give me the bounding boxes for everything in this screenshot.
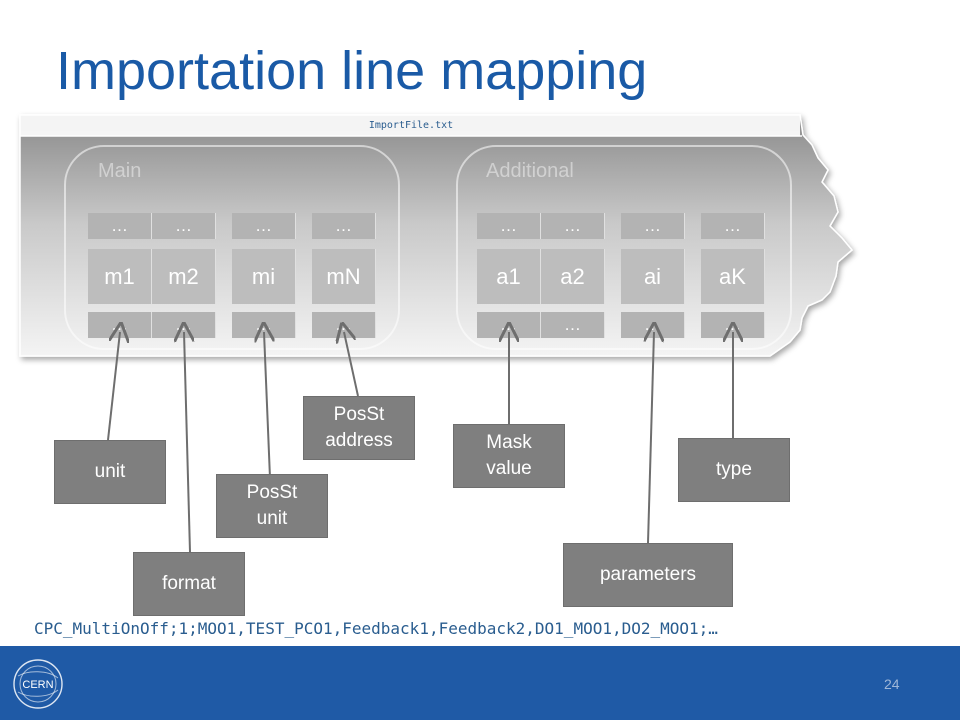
label-posst-unit-line2: unit	[256, 508, 288, 529]
additional-group-label: Additional	[486, 160, 574, 182]
main-cell-top-3: …	[232, 213, 296, 239]
label-posst-unit-line1: PosSt	[246, 482, 298, 504]
additional-cell-aK: aK	[701, 249, 765, 304]
main-cell-top-4: …	[312, 213, 376, 239]
main-cell-mN: mN	[312, 249, 376, 304]
additional-cell-bot-4: …	[701, 312, 765, 338]
slide-title: Importation line mapping	[56, 41, 648, 101]
label-posst-address: PosSt address	[303, 396, 415, 460]
page-number: 24	[884, 676, 900, 692]
additional-cell-bot-1: …	[477, 312, 541, 338]
label-parameters: parameters	[563, 543, 733, 607]
cern-logo-text: CERN	[22, 679, 53, 691]
main-cell-bot-4: …	[312, 312, 376, 338]
main-cell-m1: m1	[88, 249, 152, 304]
additional-cell-bot-3: …	[621, 312, 685, 338]
main-cell-top-2: …	[152, 213, 216, 239]
label-posst-address-line2: address	[325, 430, 393, 451]
file-name: ImportFile.txt	[368, 120, 454, 131]
label-unit-text: unit	[94, 461, 126, 483]
label-type: type	[678, 438, 790, 502]
additional-cell-a2: a2	[541, 249, 605, 304]
additional-cell-top-4: …	[701, 213, 765, 239]
label-mask-value-line2: value	[486, 458, 532, 479]
main-cell-bot-1: …	[88, 312, 152, 338]
main-cell-mi: mi	[232, 249, 296, 304]
footer-bar	[0, 646, 960, 720]
additional-cell-ai: ai	[621, 249, 685, 304]
label-type-text: type	[716, 459, 752, 481]
label-format: format	[133, 552, 245, 616]
main-cell-bot-2: …	[152, 312, 216, 338]
cern-logo: CERN	[13, 659, 63, 709]
additional-cell-top-3: …	[621, 213, 685, 239]
label-mask-value: Mask value	[453, 424, 565, 488]
label-unit: unit	[54, 440, 166, 504]
main-cell-top-1: …	[88, 213, 152, 239]
label-mask-value-line1: Mask	[486, 432, 532, 454]
main-group-label: Main	[98, 160, 142, 182]
main-group	[64, 145, 400, 350]
label-posst-address-line1: PosSt	[333, 404, 385, 426]
additional-cell-top-2: …	[541, 213, 605, 239]
label-format-text: format	[162, 573, 216, 595]
label-parameters-text: parameters	[599, 564, 697, 586]
additional-cell-top-1: …	[477, 213, 541, 239]
main-cell-m2: m2	[152, 249, 216, 304]
csv-line: CPC_MultiOnOff;1;MOO1,TEST_PCO1,Feedback…	[34, 619, 718, 638]
label-posst-unit: PosSt unit	[216, 474, 328, 538]
additional-cell-a1: a1	[477, 249, 541, 304]
main-cell-bot-3: …	[232, 312, 296, 338]
additional-cell-bot-2: …	[541, 312, 605, 338]
additional-group	[456, 145, 792, 350]
